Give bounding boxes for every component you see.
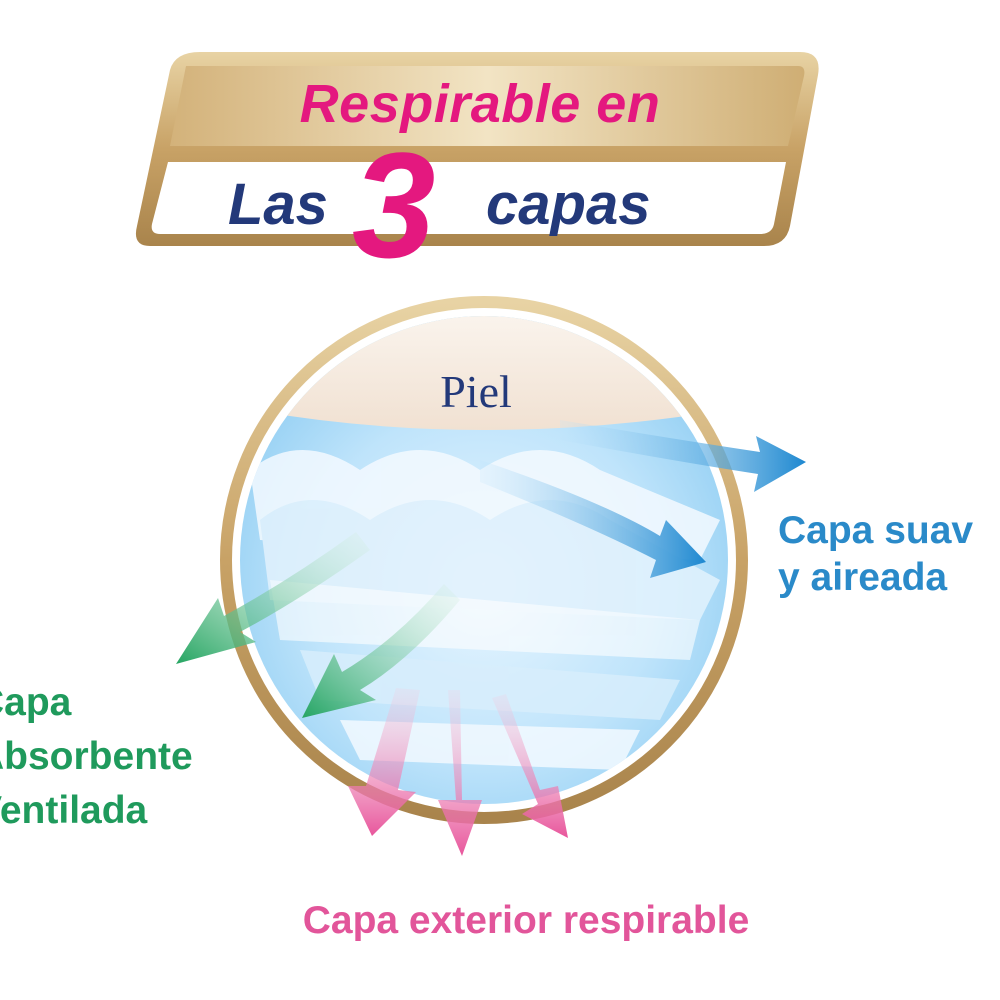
top-layer-label-line1: Capa suav bbox=[778, 509, 974, 552]
arrow-down-icon bbox=[492, 694, 568, 838]
arrow-down-left-icon bbox=[176, 532, 370, 664]
top-layer-label: Capa suav y aireada bbox=[778, 508, 973, 602]
title-line2-number: 3 bbox=[352, 121, 436, 289]
middle-layer-arrows bbox=[176, 532, 460, 718]
title-badge-bottom-panel bbox=[151, 162, 786, 234]
title-line2-after: capas bbox=[486, 172, 651, 237]
title-line2-before: Las bbox=[228, 172, 328, 237]
arrow-down-icon bbox=[348, 688, 420, 836]
arrow-right-icon bbox=[560, 420, 806, 492]
top-layer-arrows bbox=[480, 420, 806, 578]
middle-layer-label: Capa Absorbente Ventilada bbox=[0, 676, 193, 837]
title-badge bbox=[135, 52, 819, 246]
middle-layer-label-line3: Ventilada bbox=[0, 788, 148, 832]
arrow-down-icon bbox=[438, 690, 482, 856]
skin-label: Piel bbox=[440, 366, 512, 417]
middle-layer-label-line1: Capa bbox=[0, 681, 72, 724]
middle-layer-label-line2: Absorbente bbox=[0, 734, 193, 778]
top-layer-label-line2: y aireada bbox=[778, 555, 948, 599]
title-line1: Respirable en bbox=[299, 74, 661, 134]
bottom-layer-arrows bbox=[348, 688, 568, 856]
title-badge-top-band bbox=[170, 66, 805, 146]
arrow-right-icon bbox=[480, 460, 706, 578]
bottom-layer-label: Capa exterior respirable bbox=[302, 899, 750, 942]
arrow-down-left-icon bbox=[302, 584, 460, 718]
